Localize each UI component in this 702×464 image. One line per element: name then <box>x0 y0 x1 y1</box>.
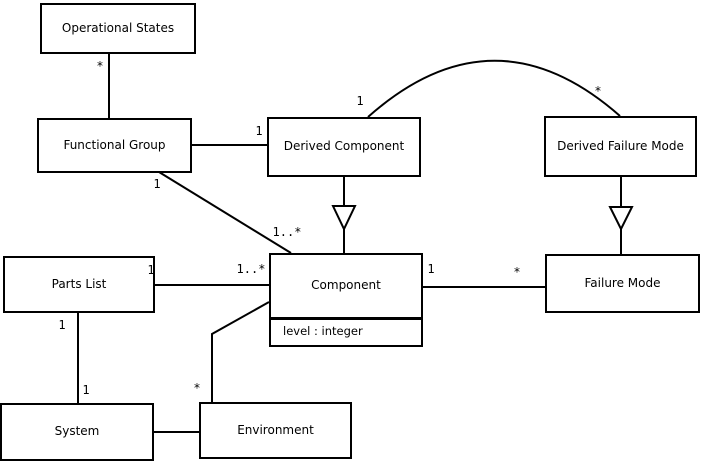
class-name: System <box>54 424 100 439</box>
class-box-failure-mode[interactable]: Failure Mode <box>545 254 700 313</box>
class-box-functional-group[interactable]: Functional Group <box>37 118 192 173</box>
multiplicity-label: 1 <box>153 177 161 191</box>
multiplicity-label: 1..* <box>272 225 302 239</box>
class-attribute: level : integer <box>283 324 363 339</box>
class-name: Parts List <box>51 276 107 291</box>
multiplicity-label: 1 <box>147 263 155 277</box>
assoc-line-functional-group-component <box>158 171 292 254</box>
class-box-system[interactable]: System <box>0 403 154 461</box>
multiplicity-label: * <box>193 381 201 395</box>
class-name: Operational States <box>61 20 175 35</box>
multiplicity-label: 1 <box>427 262 435 276</box>
class-box-derived-failure-mode[interactable]: Derived Failure Mode <box>544 116 697 177</box>
multiplicity-label: 1..* <box>236 262 266 276</box>
multiplicity-label: 1 <box>356 94 364 108</box>
class-title-compartment: Component <box>271 255 421 317</box>
multiplicity-label: * <box>96 59 104 73</box>
generalization-triangle-icon <box>608 206 634 232</box>
class-box-derived-component[interactable]: Derived Component <box>267 117 421 177</box>
compartment-separator <box>271 317 421 320</box>
class-box-environment[interactable]: Environment <box>199 402 352 459</box>
class-name: Component <box>311 278 381 293</box>
multiplicity-label: * <box>513 265 521 279</box>
multiplicity-label: * <box>594 84 602 98</box>
assoc-line-environment-component <box>211 301 270 402</box>
class-box-component[interactable]: Component level : integer <box>269 253 423 347</box>
class-name: Failure Mode <box>584 275 661 290</box>
class-box-parts-list[interactable]: Parts List <box>3 256 155 313</box>
multiplicity-label: 1 <box>82 383 90 397</box>
generalization-triangle-icon <box>331 205 357 232</box>
class-name: Derived Component <box>283 139 405 154</box>
class-name: Functional Group <box>63 137 166 152</box>
multiplicity-label: 1 <box>58 318 66 332</box>
class-box-operational-states[interactable]: Operational States <box>40 3 196 54</box>
multiplicity-label: 1 <box>255 124 263 138</box>
class-name: Environment <box>237 422 314 437</box>
assoc-arc-derived-component-derived-failure-mode <box>367 59 621 118</box>
class-attribute-compartment: level : integer <box>271 320 421 344</box>
class-name: Derived Failure Mode <box>557 138 684 153</box>
